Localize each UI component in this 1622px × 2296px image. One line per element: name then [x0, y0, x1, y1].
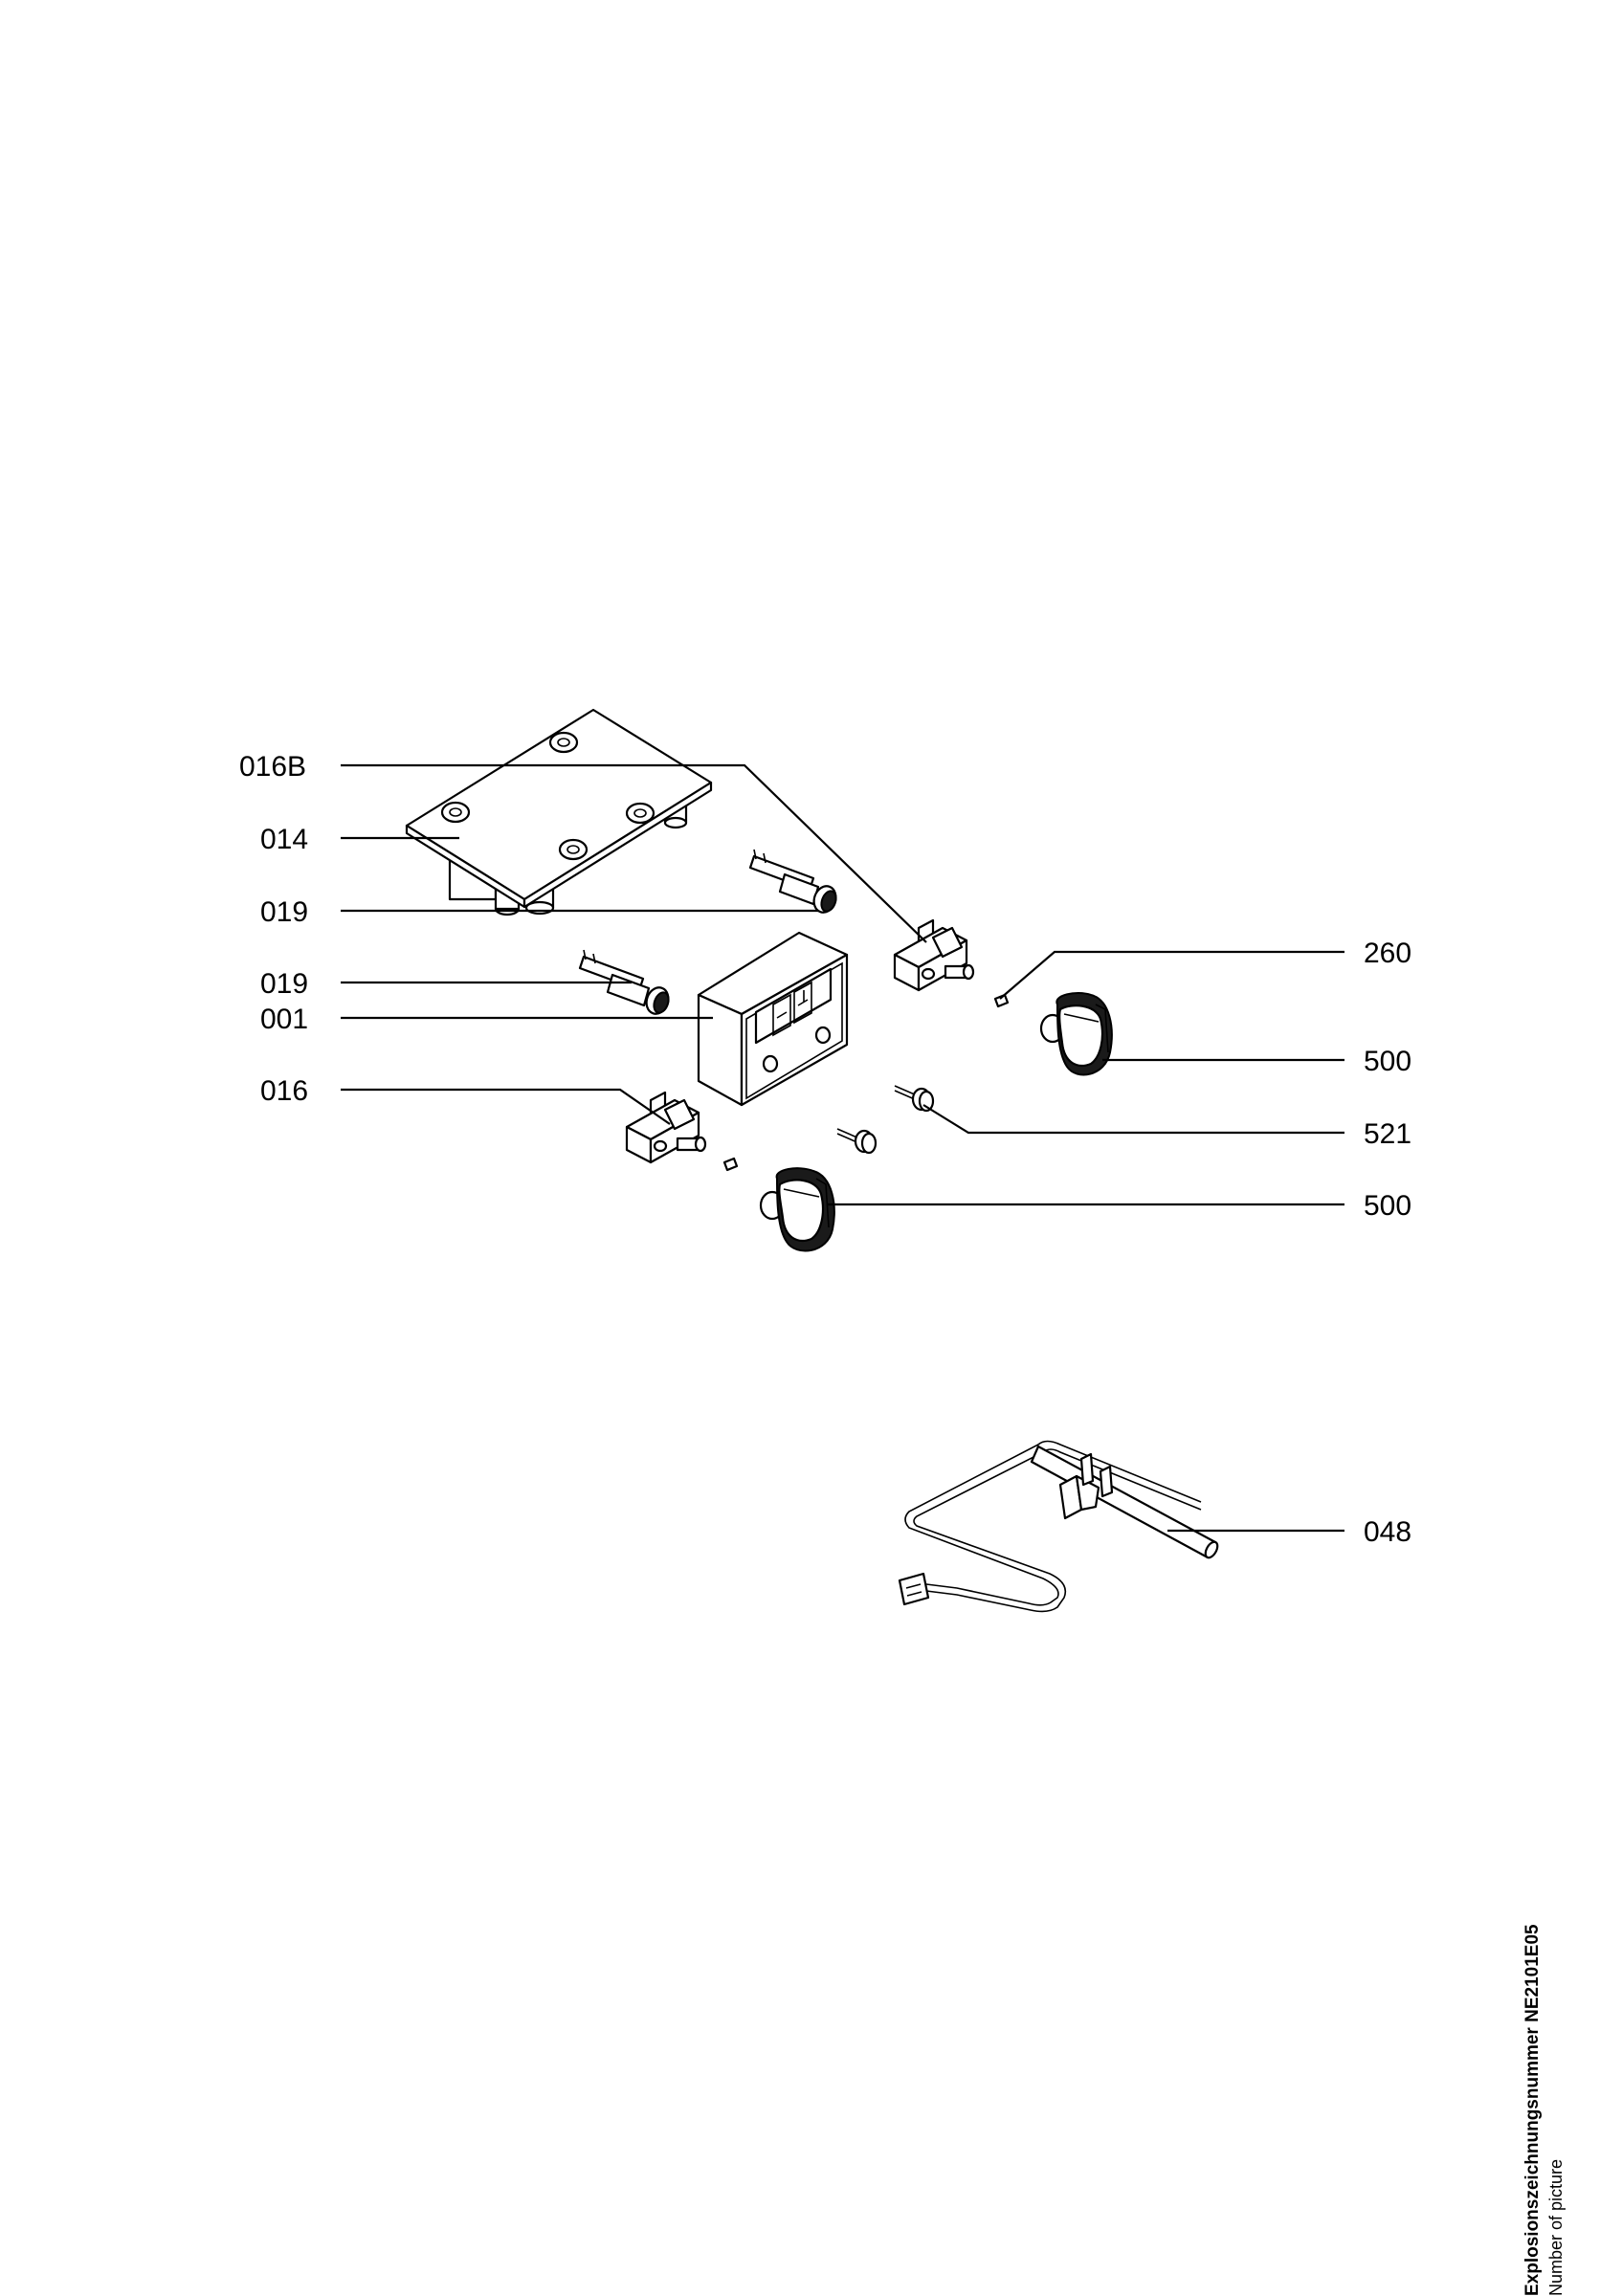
leader-521: [922, 1104, 1344, 1135]
label-260: 260: [1364, 938, 1411, 969]
label-001: 001: [260, 1004, 308, 1035]
part-260-clip-lower: [722, 1157, 739, 1172]
part-014-circuit-board: [405, 708, 713, 916]
part-500-knob-upper: [1039, 992, 1113, 1076]
label-014: 014: [260, 824, 308, 855]
picture-caption: Number of picture: [1546, 2158, 1566, 2296]
label-019-lower: 019: [260, 968, 308, 1000]
label-500-upper: 500: [1364, 1046, 1411, 1077]
part-001-timer-housing: [697, 931, 849, 1107]
part-048-sensor: [898, 1440, 1219, 1613]
label-500-lower: 500: [1364, 1190, 1411, 1222]
leader-260: [999, 950, 1344, 1000]
label-016: 016: [260, 1075, 308, 1107]
label-521: 521: [1364, 1118, 1411, 1150]
part-labels: 016B 014 019 019 001 016 260 500 521 500…: [239, 751, 1411, 1548]
leader-016: [341, 1088, 671, 1125]
label-048: 048: [1364, 1516, 1411, 1548]
part-521-push-button-lower: [836, 1128, 878, 1155]
drawing-number: Explosionszeichnungsnummer NE2101E05: [1522, 1924, 1543, 2296]
part-500-knob-lower: [759, 1167, 835, 1252]
label-019-upper: 019: [260, 896, 308, 928]
part-016B-switch: [893, 918, 975, 992]
part-521-push-button: [894, 1085, 935, 1113]
leader-lines: [341, 763, 1344, 1533]
picture-number-note: Explosionszeichnungsnummer NE2101E05 Num…: [1522, 1799, 1579, 2296]
label-016B: 016B: [239, 751, 306, 783]
leader-016B: [341, 763, 927, 943]
part-019-lamp-upper: [748, 849, 837, 914]
